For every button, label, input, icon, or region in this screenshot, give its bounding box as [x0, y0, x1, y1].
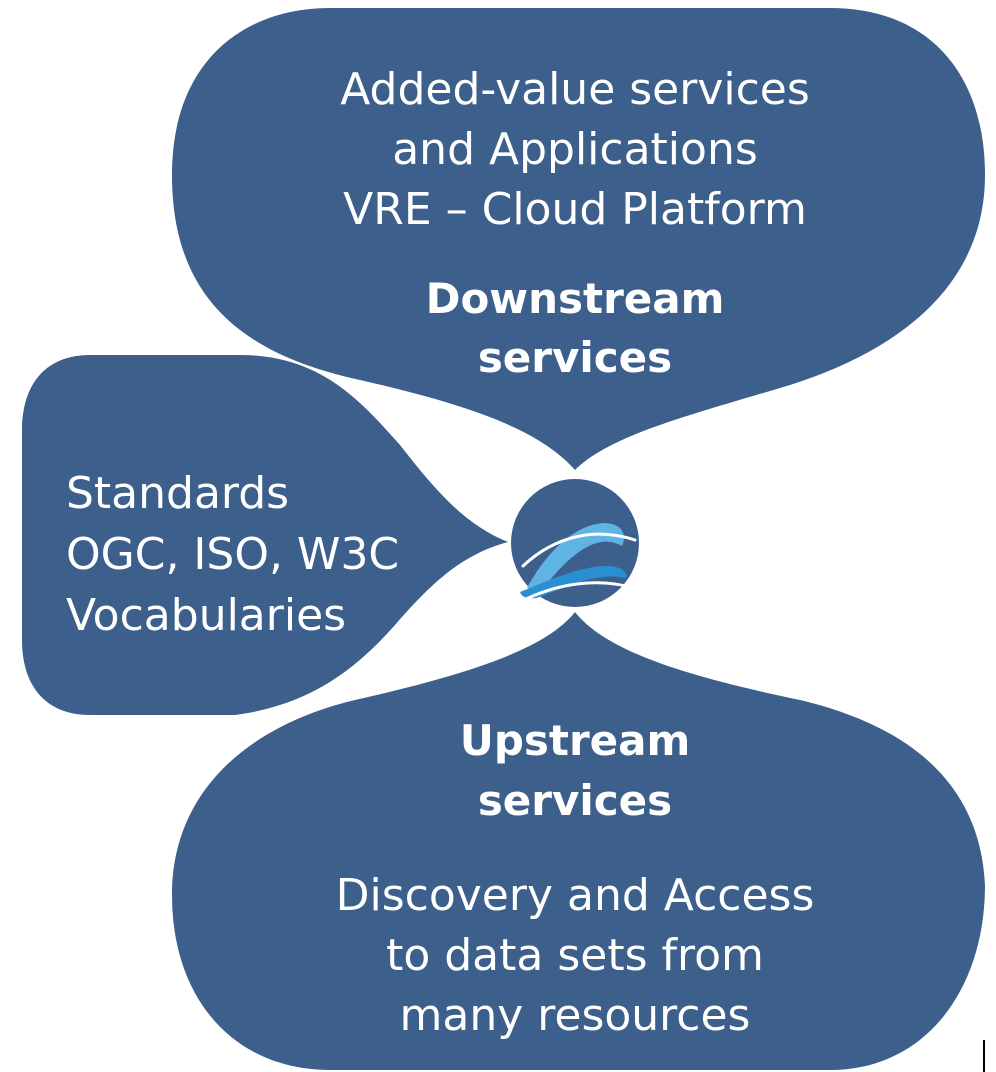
upstream-line-1: Discovery and Access: [336, 870, 815, 921]
downstream-title-2: services: [478, 333, 672, 382]
downstream-line-1: Added-value services: [340, 64, 810, 115]
wave-light-stroke: [527, 523, 624, 590]
upstream-title-1: Upstream: [460, 716, 691, 765]
upstream-services-shape: [172, 612, 985, 1070]
upstream-title-2: services: [478, 776, 672, 825]
downstream-line-3: VRE – Cloud Platform: [343, 184, 807, 235]
standards-line-3: Vocabularies: [66, 590, 346, 641]
wave-white-line-upper: [521, 532, 637, 568]
downstream-title-1: Downstream: [426, 274, 725, 323]
upstream-line-2: to data sets from: [386, 930, 764, 981]
wave-white-line-lower: [520, 581, 639, 603]
downstream-services-shape: [172, 8, 985, 470]
downstream-line-2: and Applications: [392, 124, 758, 175]
standards-shape: [22, 355, 508, 715]
standards-line-2: OGC, ISO, W3C: [66, 529, 399, 580]
wave-logo-icon: [511, 479, 639, 607]
standards-line-1: Standards: [66, 468, 289, 519]
upstream-line-3: many resources: [400, 990, 751, 1041]
